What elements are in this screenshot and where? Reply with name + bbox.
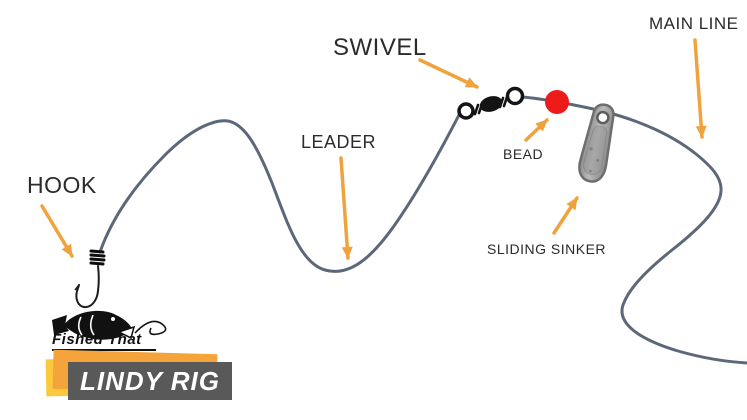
label-swivel: SWIVEL <box>333 34 427 61</box>
bead-arrow <box>524 118 549 142</box>
label-hook: HOOK <box>27 172 97 198</box>
main-line <box>520 95 747 365</box>
swivel-arrow <box>418 58 479 89</box>
leader-line <box>98 111 462 273</box>
label-sliding-sinker: SLIDING SINKER <box>487 241 607 257</box>
hook-graphic <box>74 249 106 309</box>
hook-arrow <box>40 204 74 258</box>
label-main-line: MAIN LINE <box>649 14 739 33</box>
bead-graphic <box>545 90 569 114</box>
swivel-graphic <box>457 86 525 120</box>
label-leader: LEADER <box>301 132 377 152</box>
sinker-arrow <box>552 196 579 235</box>
mainline-arrow <box>693 38 707 139</box>
leader-arrow <box>339 156 353 260</box>
sinker-graphic <box>578 103 615 183</box>
label-bead: BEAD <box>503 146 544 162</box>
